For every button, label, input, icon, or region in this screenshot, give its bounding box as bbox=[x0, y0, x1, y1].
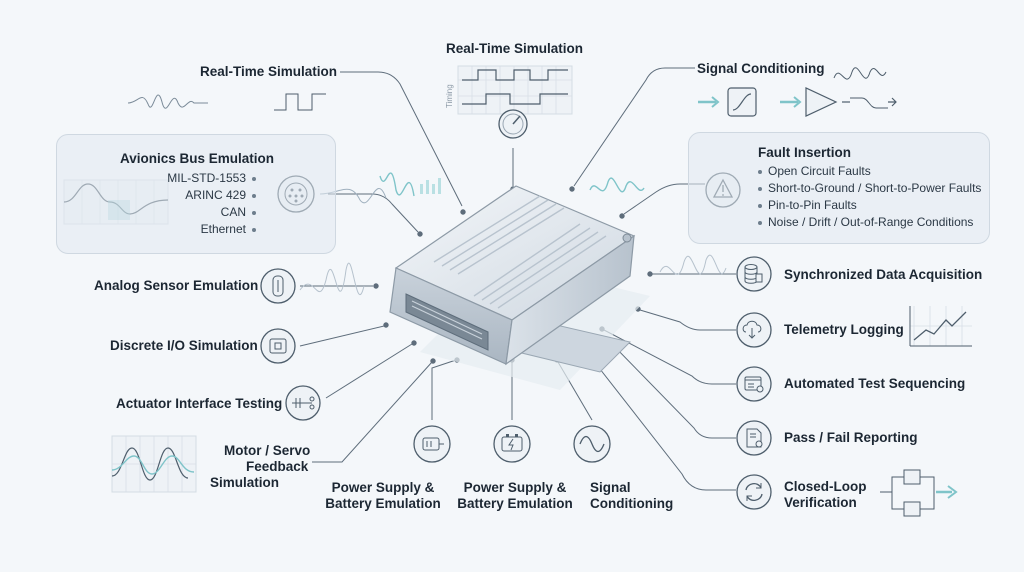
fault-panel bbox=[688, 132, 990, 244]
line-rt-left bbox=[340, 71, 463, 207]
line-fault bbox=[623, 183, 705, 215]
label-power-2-line1: Power Supply & bbox=[463, 480, 567, 495]
line-motor bbox=[312, 361, 433, 463]
avionics-item-2: ARINC 429 bbox=[150, 187, 262, 204]
bottom-left-wave bbox=[111, 435, 197, 493]
label-signal-top: Signal Conditioning bbox=[697, 61, 825, 76]
label-closed: Closed-Loop Verification bbox=[784, 479, 867, 511]
telemetry-chart bbox=[909, 306, 972, 347]
label-closed-line1: Closed-Loop bbox=[784, 479, 867, 494]
bar-glyphs bbox=[420, 178, 441, 194]
line-signal-top bbox=[573, 67, 695, 187]
timing-chart bbox=[457, 65, 573, 115]
actuator-icon bbox=[285, 385, 321, 421]
line-closed bbox=[581, 345, 736, 491]
cloud-download-icon bbox=[736, 312, 772, 348]
waveform-decor bbox=[127, 67, 888, 295]
avionics-item-3: CAN bbox=[150, 204, 262, 221]
label-ats: Automated Test Sequencing bbox=[784, 376, 966, 391]
hil-device bbox=[389, 185, 650, 390]
avionics-item-4: Ethernet bbox=[150, 221, 262, 238]
label-power-1-line1: Power Supply & bbox=[331, 480, 435, 495]
fault-item-4: Noise / Drift / Out-of-Range Conditions bbox=[752, 214, 973, 231]
fault-item-3: Pin-to-Pin Faults bbox=[752, 197, 857, 214]
label-motor-line2: Feedback bbox=[246, 459, 309, 474]
sine-wave-icon bbox=[573, 425, 611, 463]
label-closed-line2: Verification bbox=[784, 495, 857, 510]
label-avionics: Avionics Bus Emulation bbox=[120, 151, 275, 166]
avionics-panel bbox=[56, 134, 336, 254]
label-discrete: Discrete I/O Simulation bbox=[110, 338, 258, 353]
label-actuator: Actuator Interface Testing bbox=[116, 396, 283, 411]
line-avionics bbox=[328, 193, 419, 233]
label-motor: Motor / Servo Feedback Simulation bbox=[210, 443, 310, 491]
gauge-icon bbox=[498, 109, 528, 139]
label-realtime-left: Real-Time Simulation bbox=[200, 64, 338, 79]
label-power-2: Power Supply & Battery Emulation bbox=[452, 480, 578, 512]
refresh-icon bbox=[736, 474, 772, 510]
label-realtime-top: Real-Time Simulation bbox=[446, 41, 584, 56]
line-ats bbox=[603, 329, 736, 385]
line-passfail bbox=[611, 343, 736, 439]
line-telemetry bbox=[639, 309, 736, 331]
label-signal-bottom: Signal Conditioning bbox=[580, 480, 680, 512]
battery-icon bbox=[493, 425, 531, 463]
test-sequence-icon bbox=[736, 366, 772, 402]
line-power1 bbox=[431, 359, 457, 420]
label-power-2-line2: Battery Emulation bbox=[457, 496, 573, 511]
closed-loop-diagram bbox=[880, 469, 958, 517]
discrete-io-icon bbox=[260, 328, 296, 364]
timing-label: Timing bbox=[445, 84, 454, 108]
label-analog: Analog Sensor Emulation bbox=[94, 278, 259, 293]
label-signal-bottom-line1: Signal bbox=[590, 480, 631, 495]
label-signal-bottom-line2: Conditioning bbox=[590, 496, 674, 511]
label-fault: Fault Insertion bbox=[758, 145, 852, 160]
label-motor-line1: Motor / Servo bbox=[224, 443, 311, 458]
fault-item-1: Open Circuit Faults bbox=[752, 163, 871, 180]
database-icon bbox=[736, 256, 772, 292]
label-power-1: Power Supply & Battery Emulation bbox=[320, 480, 446, 512]
fault-item-2: Short-to-Ground / Short-to-Power Faults bbox=[752, 180, 981, 197]
label-power-1-line2: Battery Emulation bbox=[325, 496, 441, 511]
avionics-item-1: MIL-STD-1553 bbox=[150, 170, 262, 187]
line-actuator bbox=[325, 343, 413, 399]
label-telemetry: Telemetry Logging bbox=[784, 322, 904, 337]
line-discrete bbox=[299, 325, 385, 347]
signal-chain bbox=[698, 87, 897, 117]
report-icon bbox=[736, 420, 772, 456]
label-motor-line3: Simulation bbox=[210, 475, 280, 490]
label-sync: Synchronized Data Acquisition bbox=[784, 267, 983, 282]
sensor-icon bbox=[260, 268, 296, 304]
label-passfail: Pass / Fail Reporting bbox=[784, 430, 918, 445]
motor-icon bbox=[413, 425, 451, 463]
